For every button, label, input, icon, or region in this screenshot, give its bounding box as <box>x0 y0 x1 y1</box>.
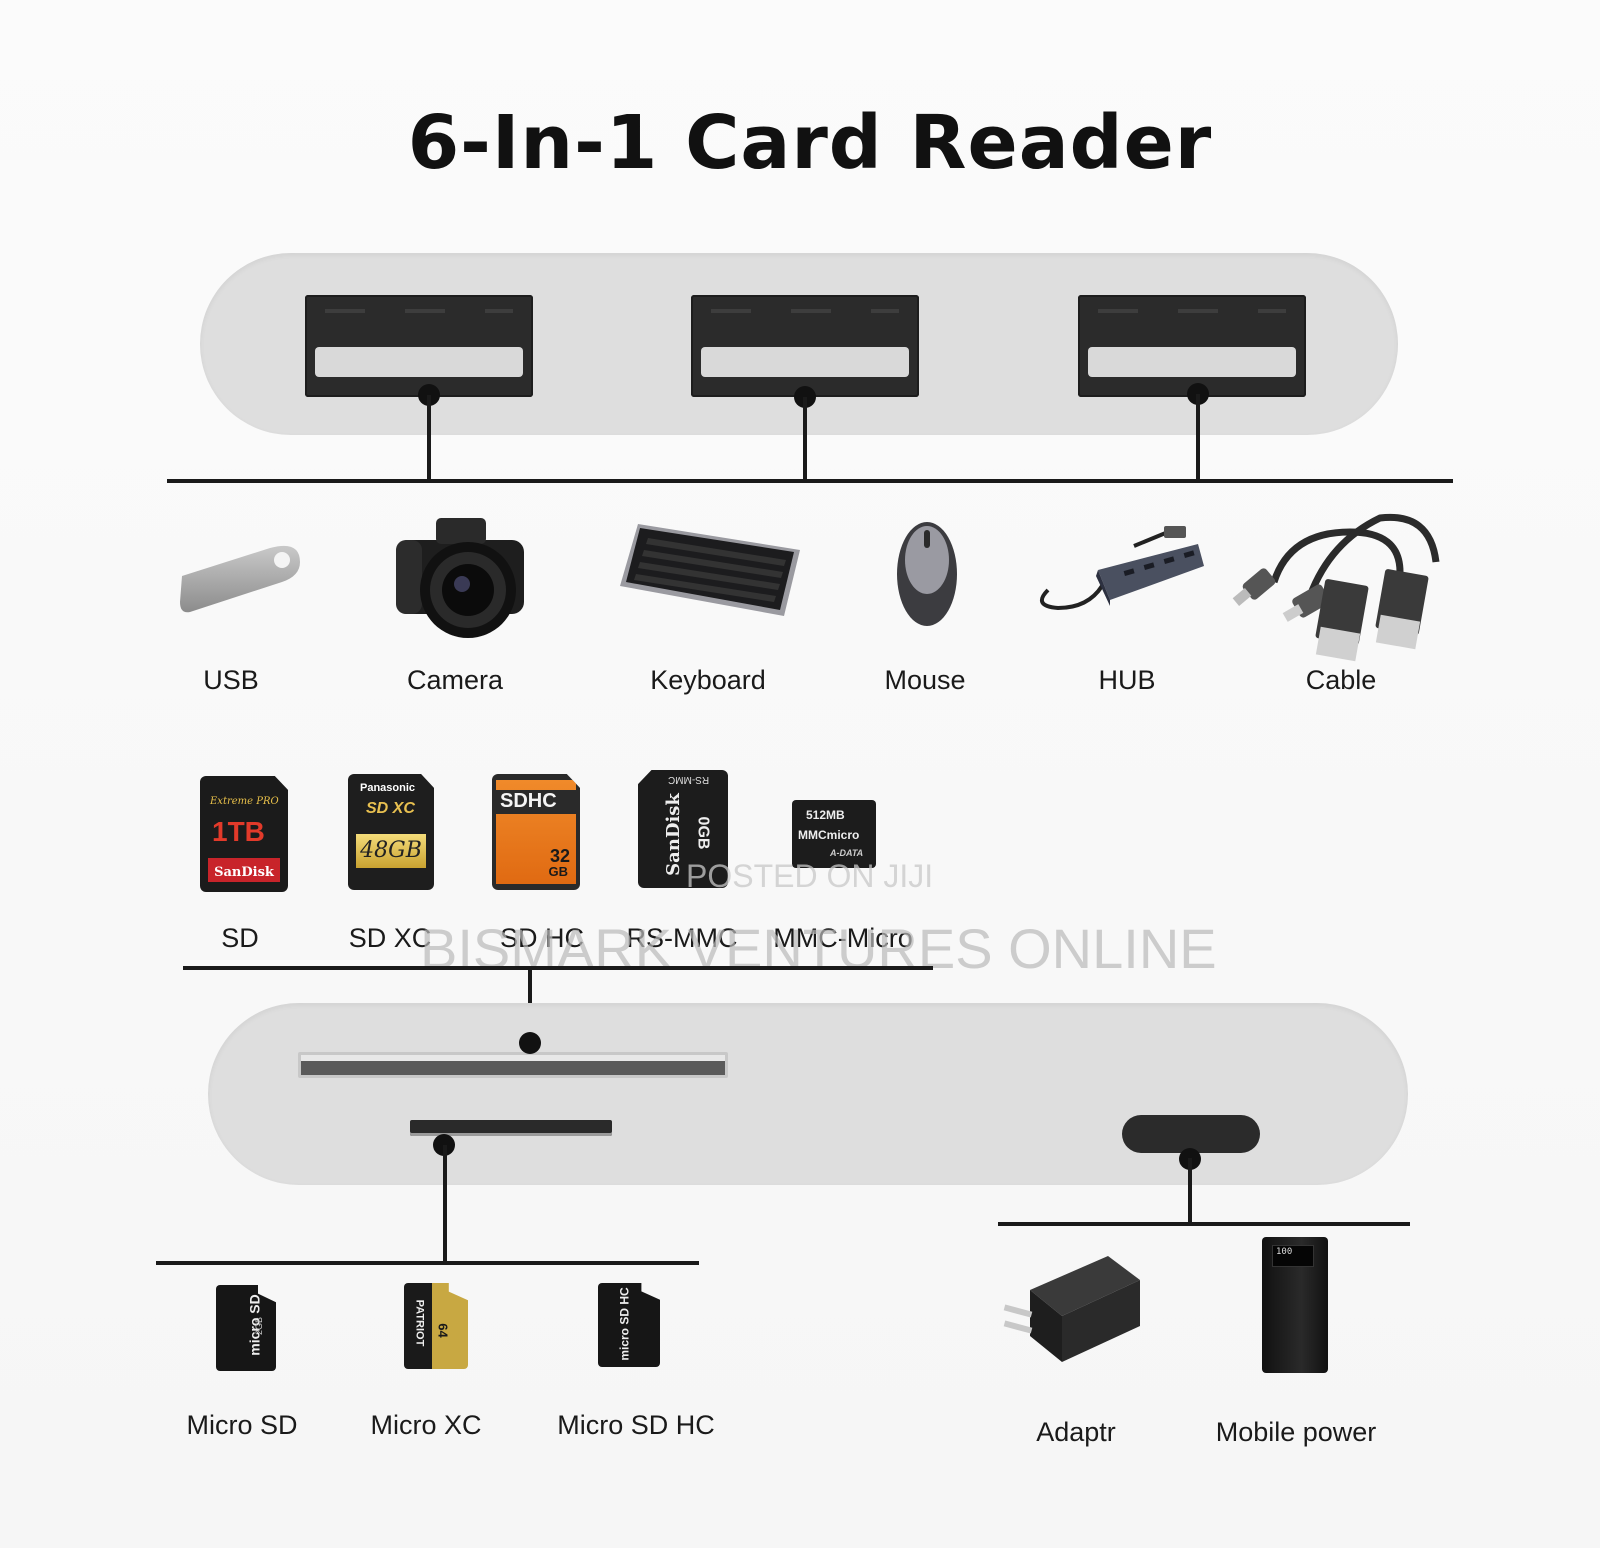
watermark-seller: BISMARK VENTURES ONLINE <box>420 917 1217 980</box>
rs-mmc-card-icon: RS-MMC SanDisk 0GB <box>638 770 728 888</box>
card-label-micro-sd: Micro SD <box>186 1410 298 1440</box>
card-label-sd: SD <box>221 923 259 953</box>
micro-xc-card-icon: PATRIOT 64 <box>404 1283 468 1369</box>
card-text: 32 <box>549 846 570 866</box>
connector-line <box>1196 394 1200 481</box>
card-label-sdhc: SD HC <box>499 923 584 953</box>
usb-c-power-port <box>1122 1115 1260 1153</box>
bracket-line <box>183 966 933 970</box>
power-adapter-icon <box>1003 1256 1140 1362</box>
usb-port-3 <box>1078 295 1306 397</box>
card-text: 0GB <box>694 816 712 850</box>
page-title: 6-In-1 Card Reader <box>407 100 1213 186</box>
device-label-mobile-power: Mobile power <box>1215 1417 1377 1447</box>
device-label-adapter: Adaptr <box>1036 1417 1116 1447</box>
card-text: 48GB <box>360 838 422 863</box>
sd-card-icon: Extreme PRO 1TB SanDisk <box>200 776 288 892</box>
bracket-line <box>156 1261 699 1265</box>
camera-icon <box>396 518 524 638</box>
device-label-cable: Cable <box>1305 665 1377 695</box>
connector-line <box>443 1145 447 1263</box>
card-text: SanDisk <box>214 865 274 880</box>
bracket-line <box>167 479 1453 483</box>
card-label-micro-xc: Micro XC <box>370 1410 482 1440</box>
card-text: 512MB <box>806 808 845 822</box>
bracket-line <box>998 1222 1410 1226</box>
device-label-hub: HUB <box>1098 665 1156 695</box>
power-bank-icon: 100 <box>1262 1237 1328 1373</box>
card-text: MMCmicro <box>798 828 860 842</box>
device-label-usb: USB <box>203 665 259 695</box>
device-label-camera: Camera <box>406 665 504 695</box>
card-text: SDHC <box>500 790 557 812</box>
card-reader-body <box>208 1003 1408 1185</box>
card-text: SD XC <box>366 800 415 817</box>
connector-dot <box>519 1032 541 1054</box>
device-label-mouse: Mouse <box>884 665 966 695</box>
usb-hub-icon <box>1039 526 1204 611</box>
cable-icon <box>1232 513 1440 662</box>
card-label-mmc-micro: MMC-Micro <box>773 923 913 953</box>
card-text: A-DATA <box>830 848 864 858</box>
card-text: Extreme PRO <box>210 796 279 807</box>
card-text: SanDisk <box>662 793 684 876</box>
card-text: 2GB <box>254 1316 265 1336</box>
keyboard-icon <box>620 524 800 616</box>
card-text: 64 <box>435 1323 451 1338</box>
connector-line <box>427 395 431 481</box>
card-text: micro SD HC <box>617 1287 632 1361</box>
connector-line <box>803 397 807 481</box>
usb-port-2 <box>691 295 919 397</box>
usb-drive-icon <box>180 545 300 613</box>
usb-port-1 <box>305 295 533 397</box>
power-bank-display: 100 <box>1276 1247 1293 1257</box>
sdhc-card-icon: SDHC 32 GB <box>492 774 580 890</box>
connector-line <box>1188 1158 1192 1224</box>
mmc-micro-card-icon: 512MB MMCmicro A-DATA <box>792 800 876 868</box>
micro-sdhc-card-icon: micro SD HC <box>598 1283 660 1367</box>
mouse-icon <box>897 522 957 626</box>
card-text: Panasonic <box>360 782 416 794</box>
card-text: GB <box>548 864 569 879</box>
card-label-micro-sdhc: Micro SD HC <box>557 1410 715 1440</box>
card-text: PATRIOT <box>413 1299 426 1347</box>
card-text: 1TB <box>212 816 265 847</box>
sdxc-card-icon: Panasonic SD XC 48GB <box>348 774 434 890</box>
device-label-keyboard: Keyboard <box>650 665 766 695</box>
sd-card-slot <box>298 1052 728 1078</box>
micro-sd-slot <box>410 1120 612 1136</box>
card-label-rs-mmc: RS-MMC <box>626 923 738 953</box>
card-text: RS-MMC <box>668 774 710 785</box>
micro-sd-card-icon: micro SD 2GB <box>216 1285 276 1371</box>
watermark-posted: POSTED ON JIJI <box>686 858 934 894</box>
card-label-sdxc: SD XC <box>348 923 432 953</box>
